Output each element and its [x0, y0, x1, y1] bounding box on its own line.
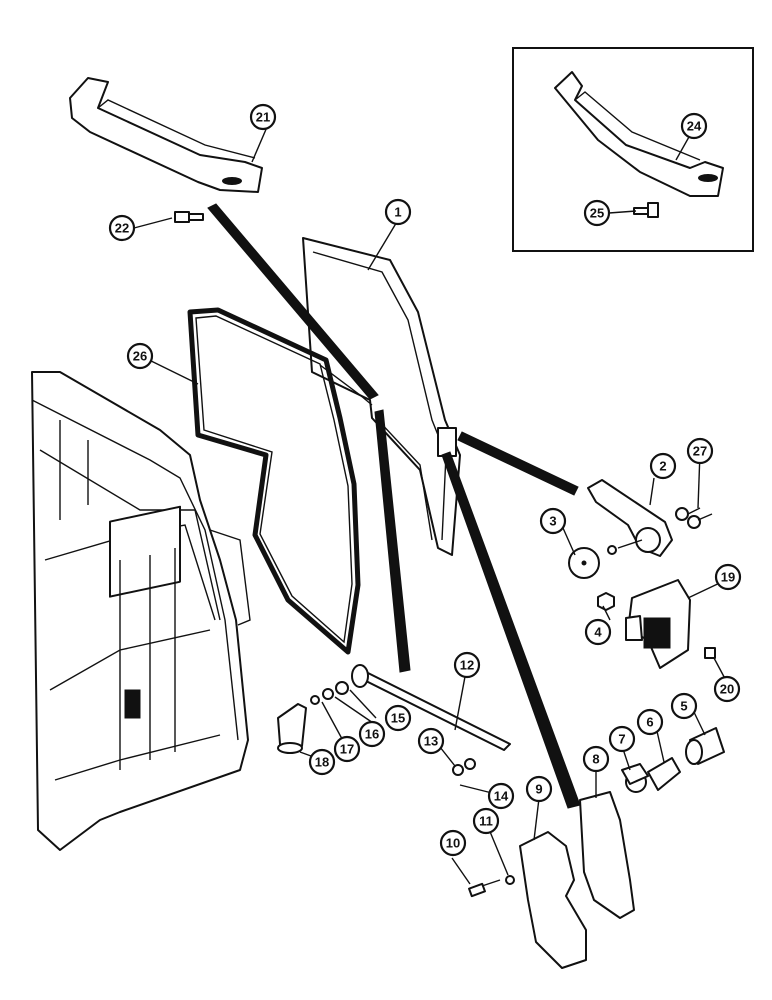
callout-8: 8: [582, 745, 610, 773]
bolt-22: [174, 211, 204, 223]
callout-7: 7: [608, 725, 636, 753]
callout-3: 3: [539, 507, 567, 535]
grab-handle-top: [69, 77, 263, 193]
callout-25: 25: [583, 199, 611, 227]
washer-11: [505, 875, 515, 885]
callout-22: 22: [108, 214, 136, 242]
callout-5: 5: [670, 692, 698, 720]
washer-3-hole: [581, 560, 587, 566]
callout-20: 20: [713, 675, 741, 703]
callout-label: 26: [133, 349, 147, 364]
callout-15: 15: [384, 704, 412, 732]
callout-2: 2: [649, 452, 677, 480]
callout-label: 22: [115, 221, 129, 236]
callout-label: 4: [594, 625, 602, 640]
callout-label: 11: [479, 814, 493, 829]
callout-label: 17: [340, 742, 354, 757]
callout-label: 3: [549, 514, 556, 529]
door-frame: [302, 237, 461, 556]
callout-label: 19: [721, 570, 735, 585]
callout-26: 26: [126, 342, 154, 370]
callout-label: 1: [394, 205, 401, 220]
bolt-10: [468, 879, 501, 898]
callout-label: 27: [693, 444, 707, 459]
callout-label: 10: [446, 836, 460, 851]
callout-19: 19: [714, 563, 742, 591]
key: [675, 507, 713, 529]
callout-4: 4: [584, 618, 612, 646]
nut-4: [597, 592, 615, 611]
door-seal: [187, 307, 361, 655]
callout-12: 12: [453, 651, 481, 679]
callout-9: 9: [525, 775, 553, 803]
callout-label: 16: [365, 727, 379, 742]
latch-assembly: [625, 579, 691, 669]
callout-17: 17: [333, 735, 361, 763]
callout-24: 24: [680, 112, 708, 140]
callout-18: 18: [308, 748, 336, 776]
callout-21: 21: [249, 103, 277, 131]
callout-14: 14: [487, 782, 515, 810]
callout-label: 8: [592, 752, 599, 767]
callout-label: 12: [460, 658, 474, 673]
callout-label: 6: [646, 715, 653, 730]
callout-11: 11: [472, 807, 500, 835]
callout-label: 2: [659, 459, 666, 474]
callout-label: 24: [687, 119, 702, 134]
callout-13: 13: [417, 727, 445, 755]
cab-frame: [31, 371, 251, 851]
callout-label: 14: [494, 789, 509, 804]
callout-label: 7: [618, 732, 625, 747]
door-handle: [587, 479, 673, 557]
callout-label: 9: [535, 782, 542, 797]
callout-label: 5: [680, 699, 687, 714]
callout-16: 16: [358, 720, 386, 748]
callout-label: 13: [424, 734, 438, 749]
callout-label: 21: [256, 110, 270, 125]
callout-27: 27: [686, 437, 714, 465]
inset-box: [512, 47, 754, 252]
plate-8: [579, 791, 635, 919]
callout-label: 18: [315, 755, 329, 770]
callout-6: 6: [636, 708, 664, 736]
screw-20: [704, 647, 716, 659]
lock-assembly: [621, 727, 725, 793]
callout-label: 25: [590, 206, 604, 221]
pin-assembly: [277, 664, 511, 776]
callout-label: 20: [720, 682, 734, 697]
plate-9: [519, 831, 587, 969]
callout-10: 10: [439, 829, 467, 857]
callout-1: 1: [384, 198, 412, 226]
callout-label: 15: [391, 711, 405, 726]
